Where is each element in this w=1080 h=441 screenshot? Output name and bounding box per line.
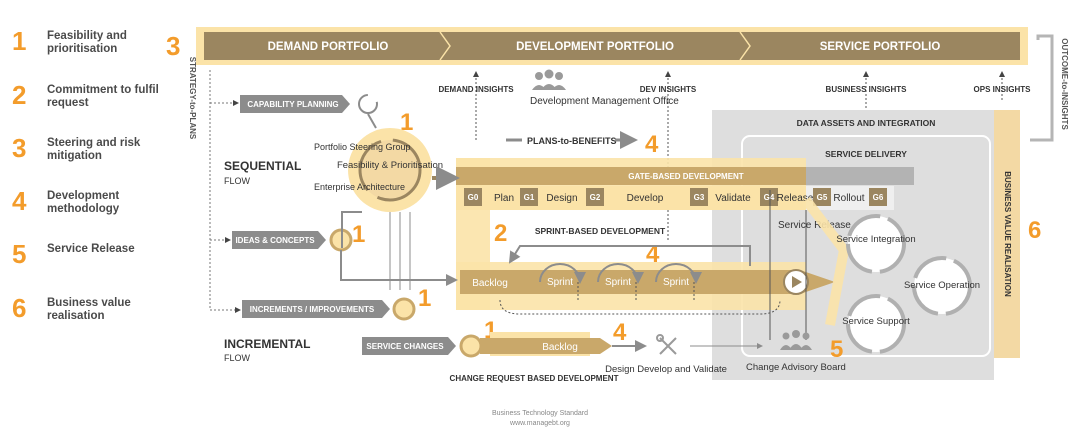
- footer-line2: www.managebt.org: [509, 420, 570, 427]
- marker-4: 4: [645, 131, 659, 158]
- portfolio-bar: [204, 32, 1020, 60]
- outcome-to-insights: OUTCOME-to-INSIGHTS: [1060, 38, 1069, 130]
- legend-label: Steering and risk mitigation: [47, 137, 141, 162]
- sequential-label: SEQUENTIAL: [224, 159, 301, 173]
- marker-6: 6: [1028, 217, 1041, 244]
- legend-label: Development methodology: [47, 190, 120, 215]
- legend-number: 2: [12, 80, 27, 110]
- change-advisory-board: Change Advisory Board: [746, 362, 846, 373]
- marker-1a: 1: [400, 109, 413, 136]
- change-request-label: CHANGE REQUEST BASED DEVELOPMENT: [450, 374, 619, 383]
- marker-4b: 4: [646, 241, 660, 268]
- svg-text:G5: G5: [817, 193, 828, 202]
- service-changes-tag: [362, 337, 456, 355]
- sprint-arrow: [460, 270, 835, 294]
- cr-backlog-arrow: [480, 338, 612, 354]
- service-operation: Service Operation: [904, 280, 980, 291]
- svg-text:CAPABILITY PLANNING: CAPABILITY PLANNING: [247, 100, 338, 109]
- service-operation-circle: [912, 256, 972, 316]
- portfolio-steering: Portfolio Steering Group: [314, 142, 411, 152]
- gate-row: G0 Plan G1 Design G2 Develop G3 Validate…: [464, 188, 887, 206]
- data-assets-label: DATA ASSETS AND INTEGRATION: [797, 118, 936, 128]
- increments-tag: [242, 300, 390, 318]
- dev-insights: DEV INSIGHTS: [640, 85, 697, 94]
- feasibility-hub: [358, 138, 422, 202]
- svg-text:SERVICE CHANGES: SERVICE CHANGES: [366, 342, 444, 351]
- service-release: Service Release: [778, 220, 851, 231]
- marker-4c: 4: [613, 319, 627, 346]
- marker-1b: 1: [352, 221, 365, 248]
- legend-number: 1: [12, 26, 27, 56]
- footer-line1: Business Technology Standard: [492, 410, 588, 417]
- sprint-2: Sprint: [605, 277, 631, 288]
- svg-text:IDEAS & CONCEPTS: IDEAS & CONCEPTS: [235, 236, 315, 245]
- development-portfolio: DEVELOPMENT PORTFOLIO: [516, 41, 674, 53]
- marker-1c: 1: [418, 285, 431, 312]
- service-delivery-label: SERVICE DELIVERY: [825, 149, 907, 159]
- business-insights: BUSINESS INSIGHTS: [826, 85, 908, 94]
- legend-label: Business value realisation: [47, 297, 131, 322]
- demand-insights: DEMAND INSIGHTS: [438, 85, 514, 94]
- svg-text:Design: Design: [546, 193, 577, 204]
- cr-backlog: Backlog: [542, 342, 578, 353]
- service-portfolio: SERVICE PORTFOLIO: [820, 41, 941, 53]
- service-support: Service Support: [842, 316, 910, 327]
- tools-icon: [656, 334, 677, 355]
- svg-text:G3: G3: [694, 193, 705, 202]
- legend-label: Service Release: [47, 243, 135, 255]
- legend-number: 6: [12, 293, 27, 323]
- legend-number: 5: [12, 239, 27, 269]
- sequential-flow: FLOW: [224, 176, 251, 186]
- svg-text:Validate: Validate: [715, 193, 751, 204]
- service-support-circle: [846, 294, 906, 354]
- plans-to-benefits: PLANS-to-BENEFITS: [527, 136, 617, 146]
- ops-insights: OPS INSIGHTS: [974, 85, 1032, 94]
- svg-text:Rollout: Rollout: [833, 193, 864, 204]
- people-icon: [532, 69, 566, 90]
- bvr-bar: [994, 110, 1020, 358]
- ideas-concepts-tag: [232, 231, 326, 249]
- legend-number: 3: [12, 133, 27, 163]
- svg-text:G2: G2: [590, 193, 601, 202]
- sprint-3: Sprint: [663, 277, 689, 288]
- sprint-1: Sprint: [547, 277, 573, 288]
- cab-people-icon: [780, 330, 812, 350]
- legend-label: Feasibility and prioritisation: [47, 30, 127, 55]
- legend-number: 4: [12, 186, 27, 216]
- incremental-label: INCREMENTAL: [224, 337, 310, 351]
- dmo-label: Development Management Office: [530, 96, 679, 107]
- svg-text:Plan: Plan: [494, 193, 514, 204]
- enterprise-architecture: Enterprise Architecture: [314, 182, 405, 192]
- service-integration: Service Integration: [836, 234, 915, 245]
- svg-text:Develop: Develop: [627, 193, 664, 204]
- legend-label: Commitment to fulfil request: [47, 84, 159, 109]
- feasibility-hub-label: Feasibility & Prioritisation: [337, 160, 443, 171]
- marker-2: 2: [494, 220, 507, 247]
- sprint-based-label: SPRINT-BASED DEVELOPMENT: [535, 226, 666, 236]
- demand-portfolio: DEMAND PORTFOLIO: [268, 41, 389, 53]
- marker-5: 5: [830, 336, 843, 363]
- design-develop-validate: Design Develop and Validate: [605, 364, 727, 375]
- svg-text:Release: Release: [777, 193, 814, 204]
- bvr-label: BUSINESS VALUE REALISATION: [1003, 171, 1012, 297]
- svg-text:G6: G6: [873, 193, 884, 202]
- capability-planning-tag: [240, 95, 350, 113]
- svg-text:G1: G1: [524, 193, 535, 202]
- svg-text:G0: G0: [468, 193, 479, 202]
- gate-based-label: GATE-BASED DEVELOPMENT: [628, 172, 744, 181]
- marker-3: 3: [166, 31, 180, 61]
- svg-text:G4: G4: [764, 193, 775, 202]
- incremental-flow: FLOW: [224, 353, 251, 363]
- svg-text:INCREMENTS / IMPROVEMENTS: INCREMENTS / IMPROVEMENTS: [250, 305, 375, 314]
- strategy-to-plans: STRATEGY-to-PLANS: [188, 57, 197, 140]
- service-integration-circle: [846, 214, 906, 274]
- sprint-backlog: Backlog: [472, 278, 508, 289]
